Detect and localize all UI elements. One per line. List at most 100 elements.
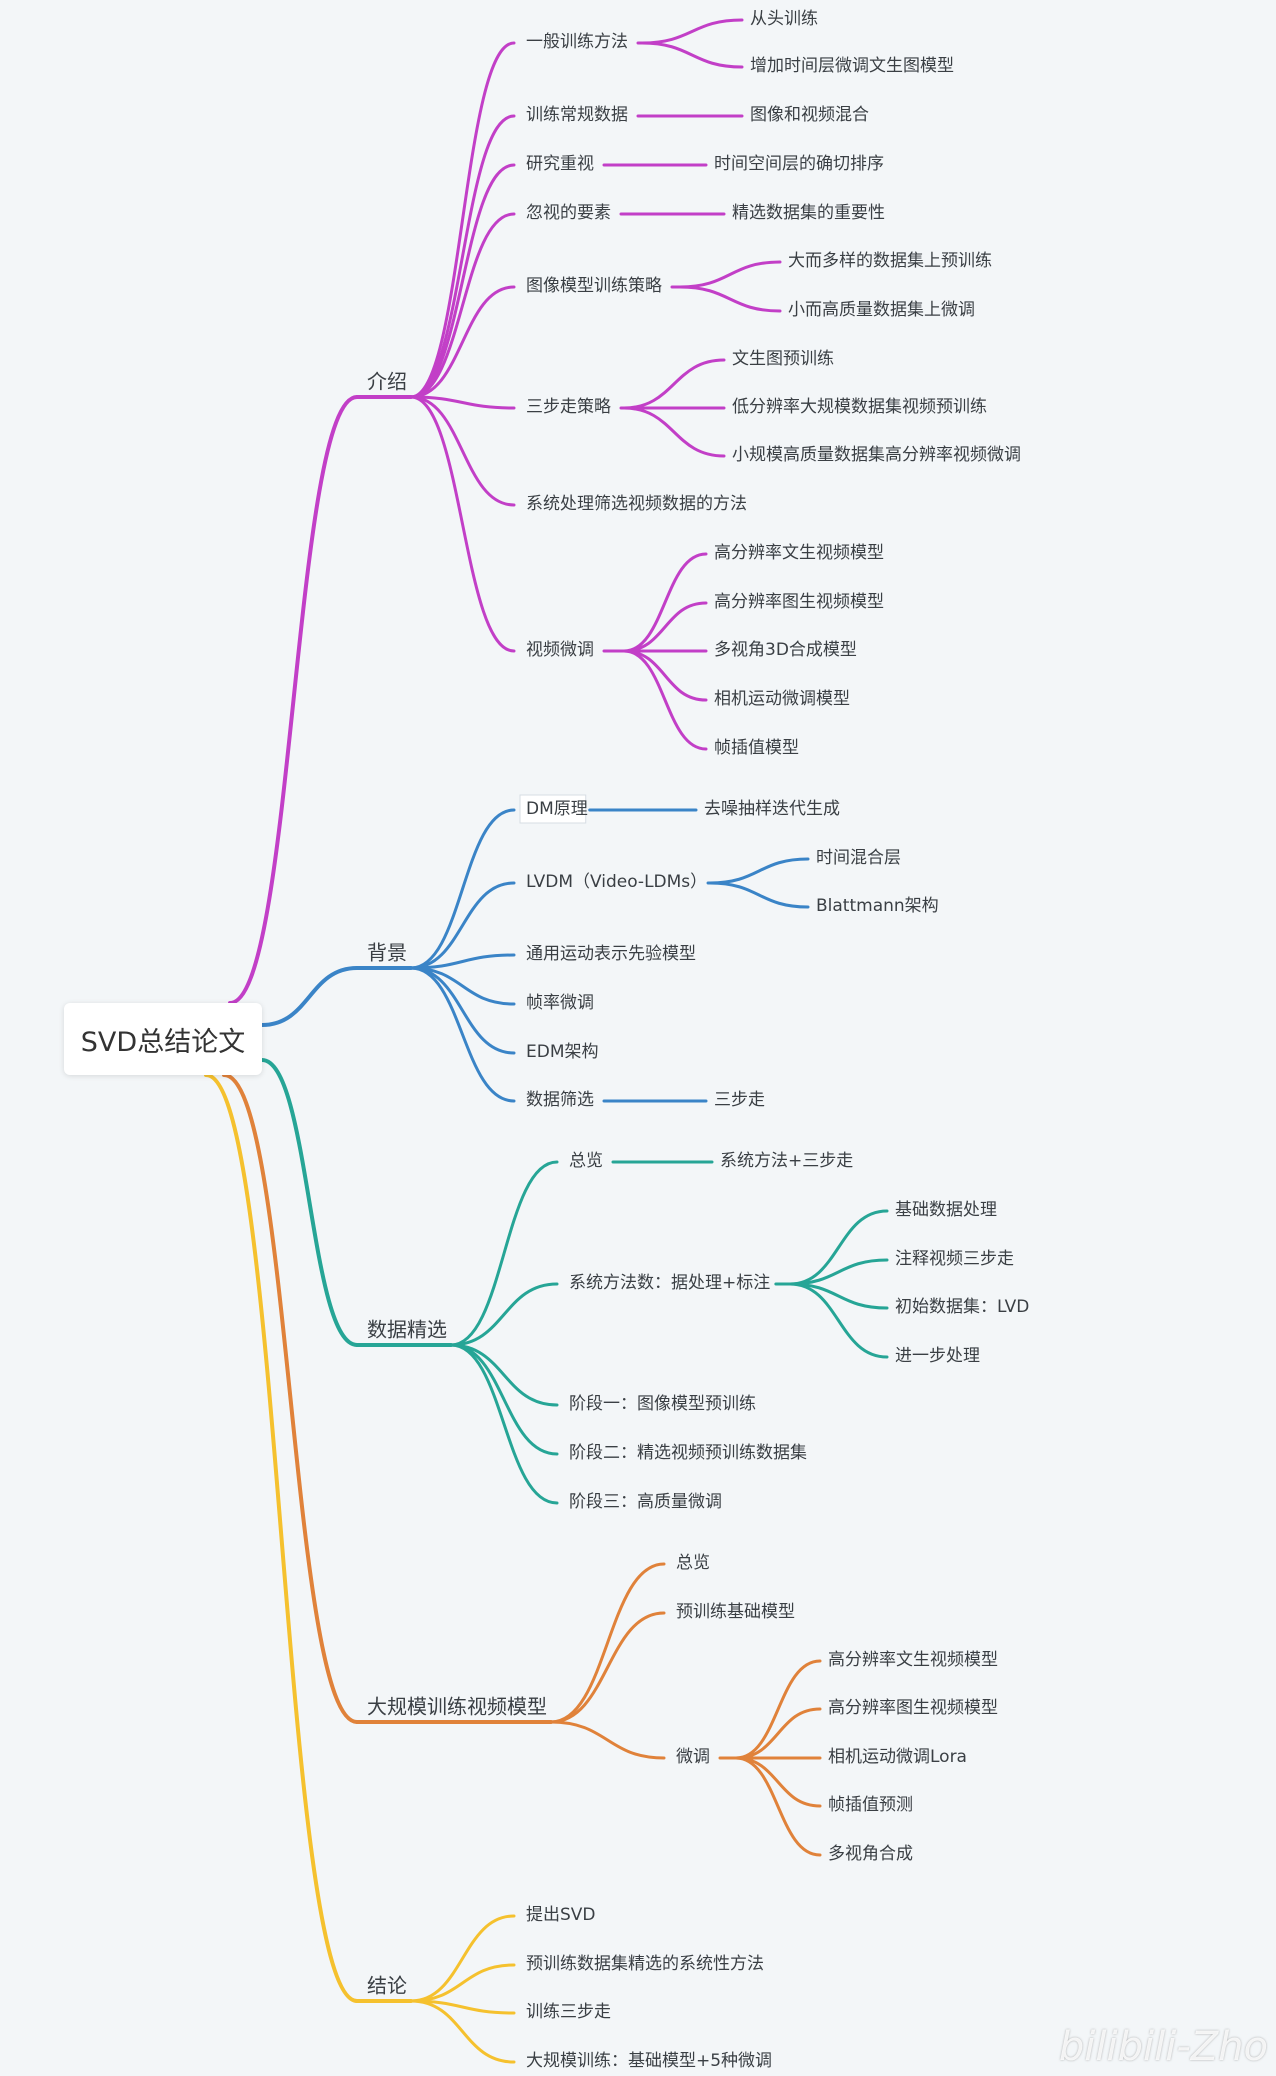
node-connector [449,1343,559,1456]
branch-connector [260,966,359,1027]
node-label[interactable]: 总览 [569,1151,603,1171]
leaf-connector [734,1756,822,1857]
node-label[interactable]: 数据筛选 [526,1090,594,1110]
leaf-label[interactable]: 低分辨率大规模数据集视频预训练 [732,397,987,417]
leaf-label[interactable]: 图像和视频混合 [750,105,869,125]
node-connector [409,1999,516,2064]
leaf-connector [622,601,708,653]
node-label[interactable]: 总览 [676,1553,710,1573]
node-label[interactable]: 忽视的要素 [526,203,611,223]
node-connector [409,1914,516,2003]
node-connector [409,41,516,399]
branch-label[interactable]: 结论 [367,1974,407,1998]
root-node[interactable]: SVD总结论文 [64,1003,262,1075]
node-label[interactable]: 图像模型训练策略 [526,276,662,296]
branch-label[interactable]: 背景 [367,941,407,965]
node-label[interactable]: 提出SVD [526,1905,596,1925]
leaf-connector [622,552,708,653]
leaf-connector [640,18,744,45]
node-label[interactable]: 大规模训练：基础模型+5种微调 [526,2051,772,2071]
leaf-label[interactable]: 相机运动微调Lora [828,1747,967,1767]
leaf-connector [622,649,708,751]
node-label[interactable]: 训练三步走 [526,2002,611,2022]
leaf-label[interactable]: 三步走 [714,1090,765,1110]
node-label[interactable]: DM原理 [526,799,588,819]
node-connector [409,212,516,399]
leaf-connector [734,1756,822,1808]
node-connector [409,285,516,399]
leaf-connector [640,41,744,69]
branch-label[interactable]: 介绍 [367,370,407,394]
leaf-label[interactable]: 时间空间层的确切排序 [714,154,884,174]
leaf-label[interactable]: 相机运动微调模型 [714,689,850,709]
node-label[interactable]: 通用运动表示先验模型 [526,944,696,964]
leaf-label[interactable]: 高分辨率文生视频模型 [828,1650,998,1670]
node-connector [409,114,516,399]
watermark: bilibili-Zho [1058,2024,1268,2070]
node-box [519,794,587,824]
leaf-label[interactable]: 进一步处理 [895,1346,980,1366]
node-label[interactable]: 微调 [676,1747,710,1767]
node-connector [409,966,516,1055]
node-label[interactable]: 训练常规数据 [526,105,628,125]
node-label[interactable]: 阶段一：图像模型预训练 [569,1394,756,1414]
leaf-label[interactable]: 去噪抽样迭代生成 [704,799,840,819]
leaf-label[interactable]: 小而高质量数据集上微调 [788,300,975,320]
leaf-label[interactable]: 帧插值模型 [714,738,799,758]
node-connector [549,1720,666,1760]
node-label[interactable]: 帧率微调 [526,993,594,1013]
node-label[interactable]: 预训练基础模型 [676,1602,795,1622]
leaf-connector [622,649,708,702]
node-connector [449,1343,559,1407]
leaf-label[interactable]: 时间混合层 [816,848,901,868]
leaf-label[interactable]: 系统方法+三步走 [720,1151,853,1171]
leaf-connector [678,285,782,313]
node-label[interactable]: 系统处理筛选视频数据的方法 [526,494,747,514]
leaf-label[interactable]: 高分辨率图生视频模型 [828,1698,998,1718]
node-connector [409,395,516,653]
leaf-connector [788,1258,889,1286]
node-connector [549,1562,666,1724]
leaf-connector [622,358,726,410]
leaf-label[interactable]: 文生图预训练 [732,349,834,369]
node-label[interactable]: 三步走策略 [526,397,611,417]
node-label[interactable]: 研究重视 [526,154,594,174]
node-connector [449,1343,559,1505]
node-connector [409,966,516,1103]
leaf-label[interactable]: 增加时间层微调文生图模型 [750,56,954,76]
leaf-label[interactable]: 小规模高质量数据集高分辨率视频微调 [732,445,1021,465]
node-label[interactable]: 阶段三：高质量微调 [569,1492,722,1512]
leaf-label[interactable]: 从头训练 [750,9,818,29]
node-connector [409,881,516,970]
leaf-label[interactable]: 初始数据集：LVD [895,1297,1029,1317]
branch-connector [204,1073,359,2003]
leaf-label[interactable]: 大而多样的数据集上预训练 [788,251,992,271]
node-label[interactable]: 系统方法数：据处理+标注 [569,1273,770,1293]
leaf-label[interactable]: 注释视频三步走 [895,1249,1014,1269]
node-label[interactable]: LVDM（Video-LDMs） [526,872,707,892]
node-label[interactable]: 阶段二：精选视频预训练数据集 [569,1443,807,1463]
leaf-label[interactable]: 高分辨率文生视频模型 [714,543,884,563]
branch-label[interactable]: 大规模训练视频模型 [367,1695,547,1719]
branch-label[interactable]: 数据精选 [367,1318,447,1342]
node-connector [549,1611,666,1724]
leaf-label[interactable]: 精选数据集的重要性 [732,203,885,223]
node-label[interactable]: 一般训练方法 [526,32,628,52]
root-label: SVD总结论文 [80,1026,246,1058]
leaf-label[interactable]: Blattmann架构 [816,896,939,916]
node-connector [409,395,516,507]
node-label[interactable]: 预训练数据集精选的系统性方法 [526,1954,764,1974]
node-connector [449,1160,559,1347]
node-label[interactable]: 视频微调 [526,640,594,660]
leaf-label[interactable]: 多视角合成 [828,1844,913,1864]
node-connector [409,395,516,410]
node-label[interactable]: EDM架构 [526,1042,599,1062]
leaf-label[interactable]: 高分辨率图生视频模型 [714,592,884,612]
node-connector [449,1282,559,1347]
leaf-label[interactable]: 帧插值预测 [828,1795,913,1815]
leaf-connector [788,1209,889,1286]
leaf-label[interactable]: 多视角3D合成模型 [714,640,857,660]
leaf-label[interactable]: 基础数据处理 [895,1200,997,1220]
leaf-connector [622,406,726,458]
